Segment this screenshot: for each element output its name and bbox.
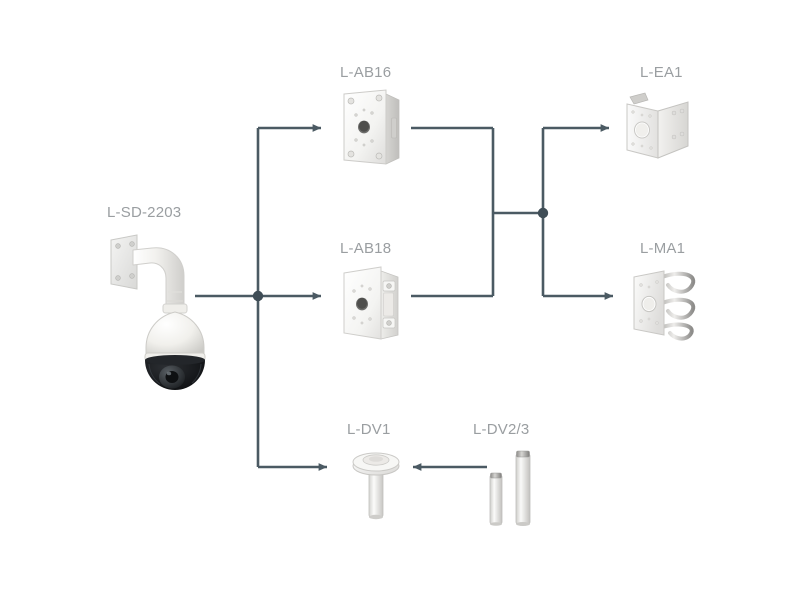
- ceiling-pendant-icon: [352, 452, 400, 520]
- node-label-ab16: L-AB16: [340, 64, 392, 81]
- product-image-ab16: [336, 88, 410, 168]
- product-image-dv1: [346, 444, 406, 520]
- node-label-ma1: L-MA1: [640, 240, 686, 257]
- node-label-ea1: L-EA1: [640, 64, 683, 81]
- junction-box-ab16-icon: [343, 89, 400, 165]
- product-image-ab18: [336, 263, 410, 343]
- extension-tubes-icon: [489, 450, 531, 526]
- junction-box-ab18-icon: [343, 266, 399, 340]
- junction-dot-right: [537, 207, 549, 219]
- corner-mount-icon: [626, 92, 689, 159]
- product-image-camera: LILIN: [108, 232, 218, 400]
- product-image-ma1: [628, 263, 706, 343]
- node-label-camera: L-SD-2203: [107, 204, 182, 221]
- node-label-ab18: L-AB18: [340, 240, 392, 257]
- node-label-dv1: L-DV1: [347, 421, 391, 438]
- ptz-dome-camera-icon: LILIN: [110, 234, 206, 390]
- pole-mount-icon: [633, 270, 696, 341]
- product-image-ea1: [618, 88, 696, 168]
- product-image-dv23: [484, 444, 546, 528]
- junction-dot-left: [252, 290, 264, 302]
- node-label-dv23: L-DV2/3: [473, 421, 530, 438]
